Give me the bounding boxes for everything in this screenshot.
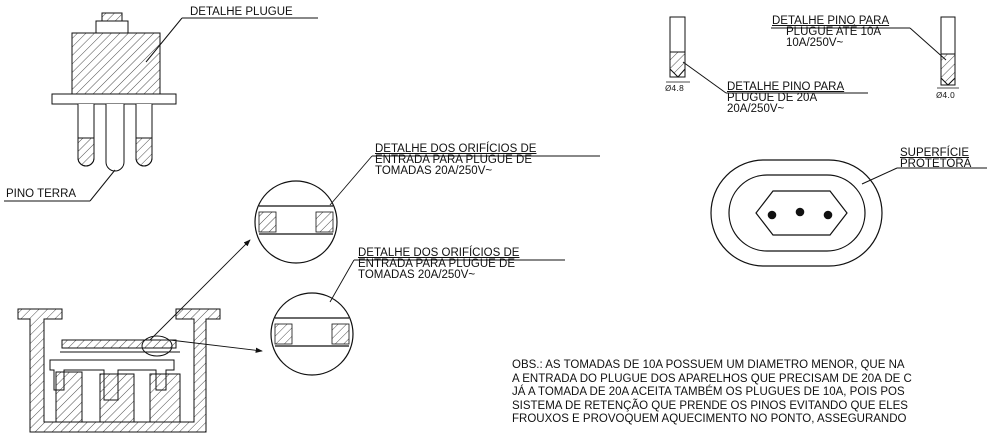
label-detalhe-plugue: DETALHE PLUGUE bbox=[190, 6, 293, 18]
label-pino-20a-line1: DETALHE PINO PARA bbox=[727, 81, 845, 93]
obs-line: JÁ A TOMADA DE 20A ACEITA TAMBÉM OS PLUG… bbox=[512, 386, 905, 399]
label-orificios-2-line2: ENTRADA PARA PLUGUE DE bbox=[358, 258, 515, 270]
pin-details bbox=[666, 16, 959, 94]
label-orificios-1-line2: ENTRADA PARA PLUGUE DE bbox=[375, 154, 532, 166]
label-superficie-line2: PROTETORA bbox=[900, 158, 972, 170]
obs-line: A ENTRADA DO PLUGUE DOS APARELHOS QUE PR… bbox=[512, 372, 912, 385]
label-orificios-1: DETALHE DOS ORIFÍCIOS DE ENTRADA PARA PL… bbox=[375, 143, 537, 177]
obs-line: SISTEMA DE RETENÇÃO QUE PRENDE OS PINOS … bbox=[512, 399, 908, 412]
label-pino-10a: DETALHE PINO PARA PLUGUE ATÉ 10A 10A/250… bbox=[772, 15, 890, 49]
label-pino-10a-line3: 10A/250V~ bbox=[786, 37, 844, 49]
label-pino-20a-line3: 20A/250V~ bbox=[727, 103, 785, 115]
obs-line: OBS.: AS TOMADAS DE 10A POSSUEM UM DIÂME… bbox=[512, 359, 905, 371]
socket-face bbox=[710, 159, 987, 267]
label-orificios-1-line3: TOMADAS 20A/250V~ bbox=[375, 165, 493, 177]
label-orificios-1-line1: DETALHE DOS ORIFÍCIOS DE bbox=[375, 143, 537, 155]
label-diameter-48: Ø4.8 bbox=[665, 84, 685, 93]
label-pino-10a-line1: DETALHE PINO PARA bbox=[772, 15, 890, 27]
obs-note: OBS.: AS TOMADAS DE 10A POSSUEM UM DIÂME… bbox=[512, 359, 987, 439]
label-pino-20a-line2: PLUGUE DE 20A bbox=[727, 92, 818, 104]
label-orificios-2: DETALHE DOS ORIFÍCIOS DE ENTRADA PARA PL… bbox=[358, 247, 520, 281]
label-orificios-2-line3: TOMADAS 20A/250V~ bbox=[358, 269, 476, 281]
label-orificios-2-line1: DETALHE DOS ORIFÍCIOS DE bbox=[358, 247, 520, 259]
label-pino-terra: PINO TERRA bbox=[6, 188, 77, 200]
hole-detail-circles bbox=[149, 155, 600, 376]
label-pino-20a: DETALHE PINO PARA PLUGUE DE 20A 20A/250V… bbox=[727, 81, 845, 115]
label-diameter-40: Ø4.0 bbox=[936, 91, 956, 100]
label-superficie: SUPERFÍCIE PROTETORA bbox=[900, 147, 972, 170]
plug-detail bbox=[4, 12, 318, 202]
outlet-section bbox=[17, 308, 221, 433]
obs-line: FROUXOS E PROVOQUEM AQUECIMENTO NO PONTO… bbox=[512, 413, 907, 426]
label-pino-10a-line2: PLUGUE ATÉ 10A bbox=[786, 26, 882, 38]
label-superficie-line1: SUPERFÍCIE bbox=[900, 147, 970, 159]
